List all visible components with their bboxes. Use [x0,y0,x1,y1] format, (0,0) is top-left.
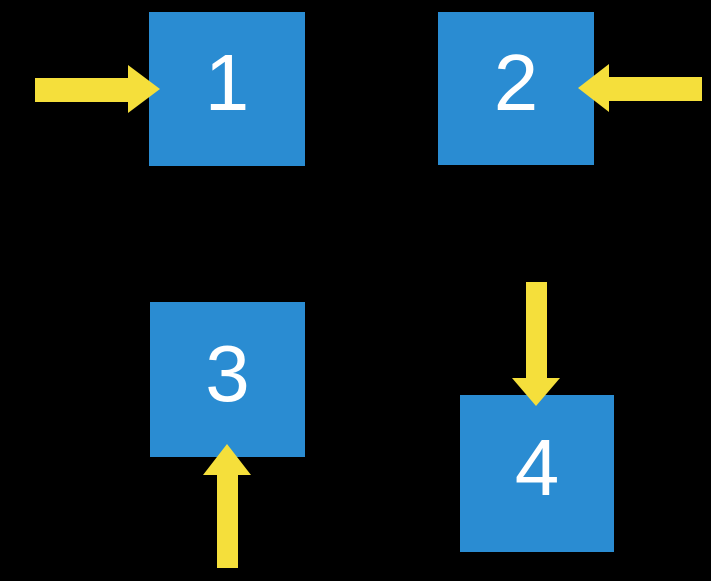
arrow-left-shaft [608,77,702,101]
arrow-down-icon [512,282,560,406]
square-4: 4 [460,395,614,552]
square-3-label: 3 [205,328,250,418]
square-3: 3 [150,302,305,457]
arrow-up-icon [203,444,251,568]
arrow-up-head [203,444,251,475]
arrow-down-head [512,378,560,406]
arrow-left-icon [578,64,702,112]
arrow-right-head [128,65,160,113]
square-2-label: 2 [493,37,539,127]
arrow-left-head [578,64,609,112]
arrow-down-shaft [526,282,547,379]
square-1: 1 [149,12,305,166]
arrow-right-shaft [35,78,129,102]
arrow-right-icon [35,65,160,113]
square-4-label: 4 [514,422,560,512]
arrow-up-shaft [217,474,238,568]
square-1-label: 1 [204,38,250,127]
square-2: 2 [438,12,594,165]
